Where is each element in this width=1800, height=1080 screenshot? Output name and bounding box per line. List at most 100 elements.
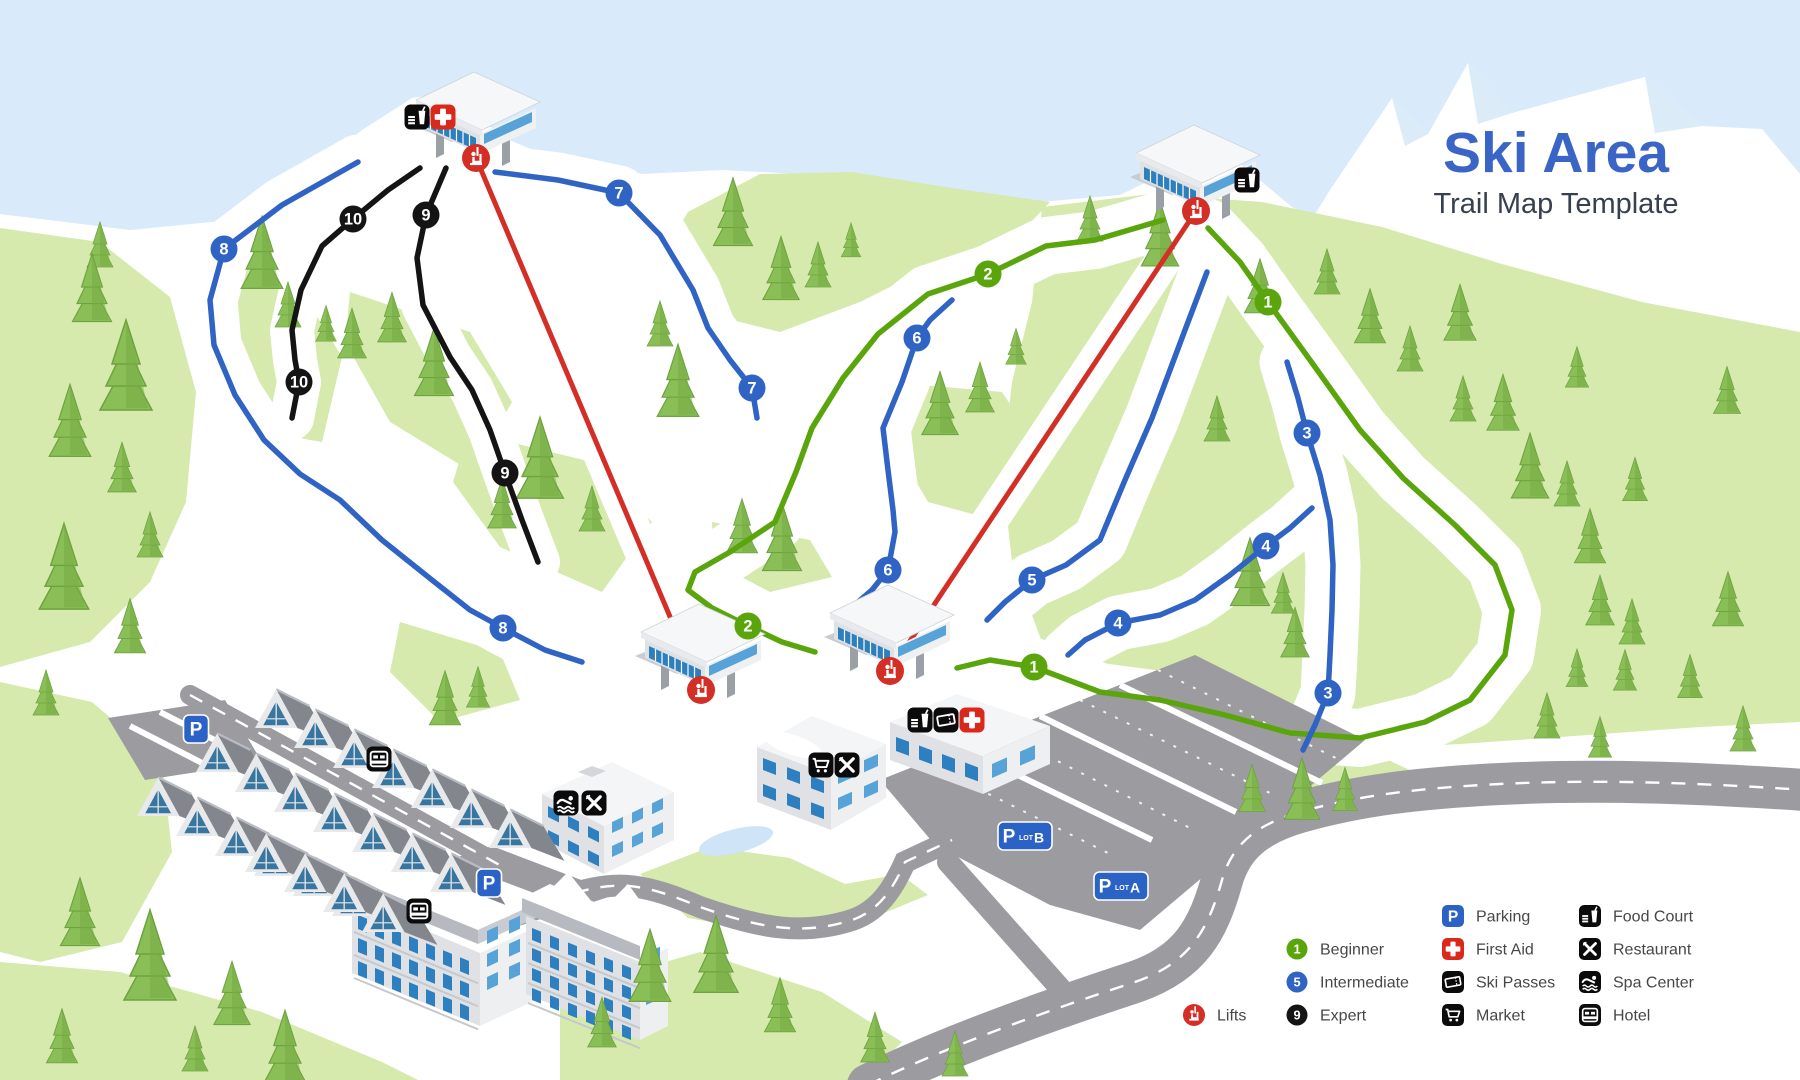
lift-2-line bbox=[887, 209, 1199, 673]
legend-label: Market bbox=[1476, 1008, 1525, 1025]
pine-tree-icon bbox=[71, 252, 113, 323]
food-court-icon bbox=[907, 707, 933, 733]
trail-1-line bbox=[954, 225, 1515, 741]
trail-8-marker: 8 bbox=[210, 235, 238, 263]
pond bbox=[699, 826, 773, 856]
svg-text:1: 1 bbox=[1293, 941, 1300, 956]
road-centerline bbox=[574, 838, 953, 930]
svg-text:10: 10 bbox=[344, 211, 362, 229]
road-centerline bbox=[875, 780, 1800, 1080]
lift-icon bbox=[1183, 1004, 1205, 1026]
forest-patch bbox=[0, 962, 418, 1080]
pine-tree-icon bbox=[712, 176, 754, 247]
pine-tree-icon bbox=[413, 326, 455, 397]
legend-label: Hotel bbox=[1613, 1008, 1650, 1025]
pine-tree-icon bbox=[1283, 756, 1321, 820]
svg-text:3: 3 bbox=[1323, 685, 1332, 703]
pine-tree-icon bbox=[1618, 597, 1646, 645]
pine-tree-icon bbox=[1573, 507, 1607, 564]
svg-text:1: 1 bbox=[1263, 294, 1272, 312]
legend-label: Ski Passes bbox=[1476, 975, 1555, 992]
trail-3-marker: 3 bbox=[1293, 419, 1321, 447]
pine-tree-icon bbox=[1313, 247, 1341, 295]
first-aid-icon bbox=[430, 104, 456, 130]
legend-label: Expert bbox=[1320, 1008, 1367, 1025]
svg-text:P: P bbox=[1099, 877, 1112, 898]
svg-text:A: A bbox=[1130, 880, 1140, 896]
trail-9-marker: 9 bbox=[491, 459, 519, 487]
legend-label: First Aid bbox=[1476, 942, 1534, 959]
trail-5-marker: 5 bbox=[1018, 566, 1046, 594]
pine-tree-icon bbox=[212, 959, 252, 1026]
pine-tree-icon bbox=[1533, 691, 1561, 739]
lift-icon bbox=[876, 657, 904, 685]
svg-text:P: P bbox=[1448, 909, 1458, 926]
svg-text:9: 9 bbox=[500, 465, 509, 483]
pine-tree-icon bbox=[465, 665, 491, 708]
pine-tree-icon bbox=[1280, 606, 1310, 658]
trail-1-marker: 1 bbox=[1020, 653, 1048, 681]
lift-station bbox=[1130, 124, 1261, 219]
svg-text:2: 2 bbox=[983, 266, 992, 284]
page-subtitle: Trail Map Template bbox=[1434, 188, 1679, 220]
layer-trees-front bbox=[45, 876, 969, 1080]
trail-5-line bbox=[984, 269, 1210, 623]
pine-tree-icon bbox=[1353, 287, 1387, 344]
pine-tree-icon bbox=[920, 369, 960, 436]
pine-tree-icon bbox=[656, 342, 700, 418]
pine-tree-icon bbox=[181, 1024, 209, 1072]
pine-tree-icon bbox=[428, 669, 462, 726]
svg-text:2: 2 bbox=[743, 618, 752, 636]
pine-tree-icon bbox=[240, 214, 284, 290]
pine-tree-icon bbox=[32, 668, 60, 716]
layer-buildings bbox=[137, 688, 1050, 1050]
food-court-icon bbox=[404, 104, 430, 130]
pine-tree-icon bbox=[113, 597, 147, 654]
restaurant-icon bbox=[1579, 938, 1601, 960]
pine-tree-icon bbox=[1585, 574, 1615, 626]
pine-tree-icon bbox=[1449, 374, 1477, 422]
spa-icon bbox=[553, 790, 579, 816]
pine-tree-icon bbox=[48, 382, 92, 458]
svg-text:P: P bbox=[483, 874, 496, 895]
pine-tree-icon bbox=[761, 234, 801, 301]
pine-tree-icon bbox=[515, 414, 565, 499]
market-icon bbox=[1442, 1004, 1464, 1026]
svg-text:5: 5 bbox=[1293, 974, 1300, 989]
svg-text:9: 9 bbox=[1293, 1007, 1300, 1022]
pine-tree-icon bbox=[692, 913, 740, 993]
trail-7-marker: 7 bbox=[605, 179, 633, 207]
pine-tree-icon bbox=[487, 477, 517, 529]
pine-tree-icon bbox=[1676, 653, 1704, 699]
lift-station bbox=[635, 603, 766, 698]
legend-badge-intermediate: 5 bbox=[1286, 971, 1308, 993]
lift-icon bbox=[687, 676, 715, 704]
pine-tree-icon bbox=[274, 280, 302, 328]
legend-label: Lifts bbox=[1217, 1008, 1246, 1025]
pine-tree-icon bbox=[1621, 456, 1649, 502]
pine-tree-icon bbox=[1443, 282, 1477, 341]
trail-10-marker: 10 bbox=[285, 368, 313, 396]
pine-tree-icon bbox=[628, 927, 672, 1003]
spa-icon bbox=[1579, 971, 1601, 993]
svg-text:8: 8 bbox=[219, 241, 228, 259]
pine-tree-icon bbox=[587, 996, 617, 1048]
legend-badge-beginner: 1 bbox=[1286, 938, 1308, 960]
pine-tree-icon bbox=[1565, 647, 1589, 687]
trail-2-marker: 2 bbox=[734, 612, 762, 640]
pine-tree-icon bbox=[1203, 394, 1231, 442]
pine-tree-icon bbox=[725, 497, 759, 554]
mountain-facet bbox=[1392, 98, 1428, 146]
pine-tree-icon bbox=[45, 1007, 79, 1064]
food-court-icon bbox=[1579, 905, 1601, 927]
pine-tree-icon bbox=[840, 221, 862, 258]
trail-3-marker: 3 bbox=[1314, 679, 1342, 707]
parking-icon: P bbox=[1442, 905, 1464, 927]
pine-tree-icon bbox=[646, 299, 674, 347]
layer-trees-back bbox=[32, 176, 1757, 820]
trail-2-line bbox=[685, 217, 1166, 655]
pine-tree-icon bbox=[1712, 365, 1742, 414]
